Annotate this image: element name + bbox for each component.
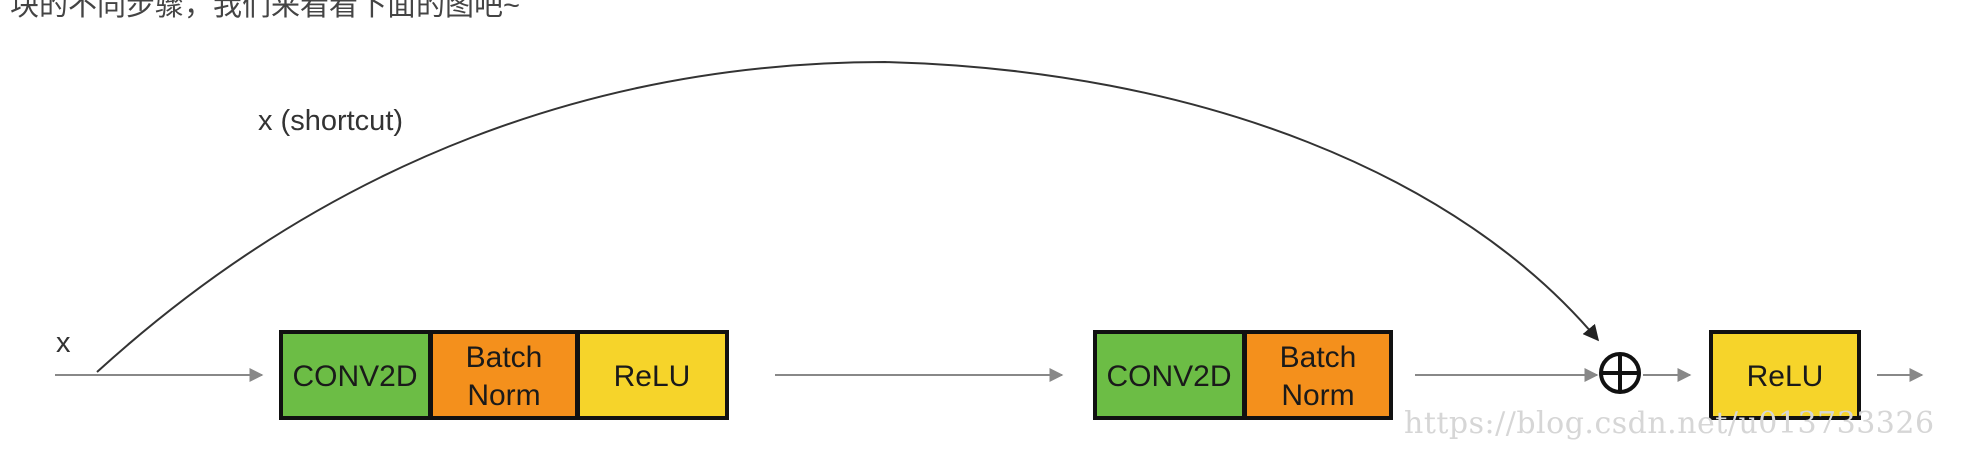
relu-block-final (1709, 330, 1861, 420)
block-group-2: CONV2D Batch Norm (1093, 330, 1393, 420)
shortcut-label: x (shortcut) (258, 105, 403, 137)
batchnorm-block-2-line2: Norm (1281, 379, 1354, 412)
relu-block-1 (576, 330, 729, 420)
conv2d-block-2 (1093, 330, 1246, 420)
batchnorm-block-2 (1243, 330, 1393, 420)
batchnorm-block-1 (429, 330, 579, 420)
block-group-1: CONV2D Batch Norm ReLU (279, 330, 729, 420)
watermark-url: https://blog.csdn.net/u013733326 (1404, 406, 1935, 441)
batchnorm-block-1-line1: Batch (466, 341, 543, 374)
input-x-label: x (56, 327, 71, 359)
conv2d-block-2-label: CONV2D (1106, 360, 1231, 393)
relu-block-final-label: ReLU (1747, 360, 1824, 393)
intro-text: 块的不同步骤，我们来看看下面的图吧~ (10, 0, 520, 22)
conv2d-block-1-label: CONV2D (292, 360, 417, 393)
batchnorm-block-2-line1: Batch (1280, 341, 1357, 374)
shortcut-arc (96, 60, 1600, 373)
add-node (1599, 352, 1641, 394)
relu-block-1-label: ReLU (614, 360, 691, 393)
batchnorm-block-1-line2: Norm (467, 379, 540, 412)
